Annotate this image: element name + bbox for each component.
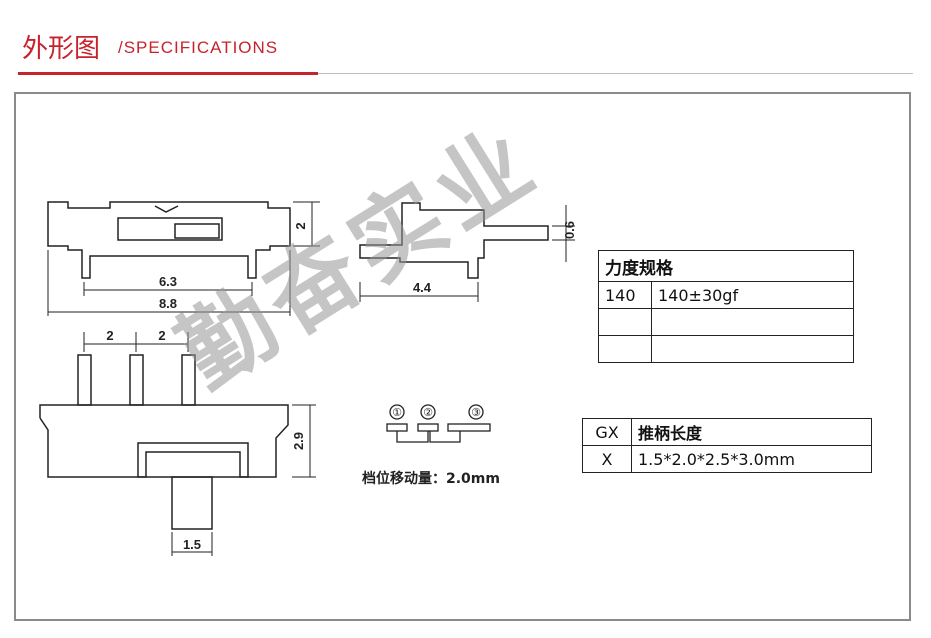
table-cell [598, 308, 652, 336]
side-view [359, 202, 575, 302]
table-cell: 1.5*2.0*2.5*3.0mm [631, 445, 872, 473]
table-row: 140 140±30gf [598, 281, 854, 309]
dim-top-inner: 6.3 [159, 274, 177, 289]
position-3-label: ③ [471, 406, 481, 419]
dim-front-height: 2.9 [291, 432, 306, 450]
table-row: 力度规格 [598, 250, 854, 282]
dim-pin-b: 2 [158, 328, 165, 343]
table-cell [598, 335, 652, 363]
force-spec-table: 力度规格 140 140±30gf [598, 250, 854, 363]
table-row: GX 推柄长度 [582, 418, 872, 446]
accent-rule [18, 72, 318, 75]
top-view [47, 201, 320, 316]
dim-lever-width: 1.5 [183, 537, 201, 552]
position-2-label: ② [423, 406, 433, 419]
table-row: X 1.5*2.0*2.5*3.0mm [582, 445, 872, 473]
front-view [39, 332, 316, 556]
title-cn: 外形图 [22, 34, 101, 64]
title-en: /SPECIFICATIONS [118, 38, 279, 57]
dim-pin-a: 2 [106, 328, 113, 343]
table-cell: 推柄长度 [631, 418, 872, 446]
table-cell: 140±30gf [651, 281, 854, 309]
position-diagram [386, 404, 491, 443]
divider-rule [318, 73, 913, 74]
table-row [598, 308, 854, 336]
force-header: 力度规格 [598, 250, 854, 282]
lever-length-table: GX 推柄长度 X 1.5*2.0*2.5*3.0mm [582, 418, 872, 473]
table-cell [651, 335, 854, 363]
dim-top-total: 8.8 [159, 296, 177, 311]
table-cell [651, 308, 854, 336]
dim-side-length: 4.4 [413, 280, 432, 295]
table-cell: GX [582, 418, 632, 446]
dim-side-thickness: 0.6 [562, 221, 577, 239]
dim-top-height: 2 [293, 222, 308, 229]
position-1-label: ① [392, 406, 402, 419]
travel-note: 档位移动量：2.0mm [362, 471, 500, 487]
table-cell: X [582, 445, 632, 473]
table-row [598, 335, 854, 363]
page-header: 外形图 /SPECIFICATIONS [0, 0, 931, 80]
table-cell: 140 [598, 281, 652, 309]
